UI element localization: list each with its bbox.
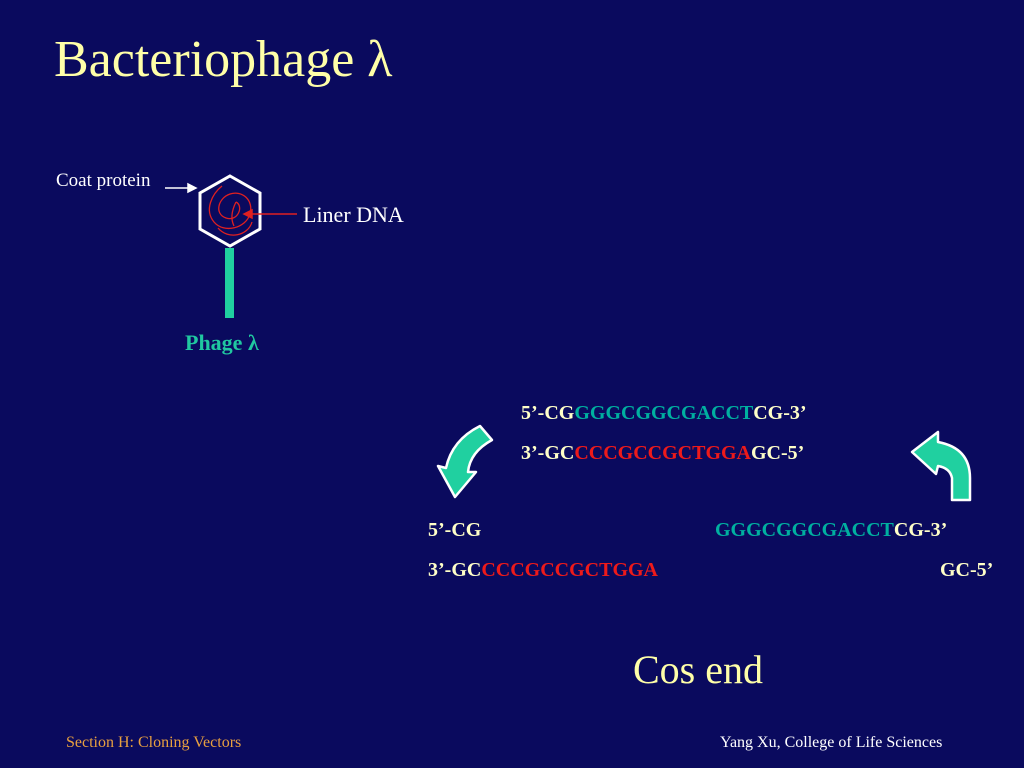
liner-dna-arrow <box>242 208 297 220</box>
joined-bottom-cos: CCCGCCGCTGGA <box>574 442 751 464</box>
footer-section: Section H: Cloning Vectors <box>66 734 242 751</box>
joined-top-suffix: CG-3’ <box>753 402 807 424</box>
footer-author: Yang Xu, College of Life Sciences <box>720 734 943 751</box>
joined-bottom-suffix: GC-5’ <box>751 442 805 464</box>
joined-bottom-strand: 3’-GCCCCGCCGCTGGAGC-5’ <box>521 443 804 463</box>
cos-end-label: Cos end <box>633 647 763 692</box>
right-curved-arrow <box>910 430 972 502</box>
left-end-bottom-prefix: 3’-GC <box>428 559 482 581</box>
left-end-bottom-cos: CCCGCCGCTGGA <box>481 559 658 581</box>
joined-bottom-prefix: 3’-GC <box>521 442 575 464</box>
slide-title: Bacteriophage λ <box>54 31 393 88</box>
left-end-top-strand: 5’-CG <box>428 519 482 541</box>
right-end-bottom-strand: GC-5’ <box>940 559 994 581</box>
left-end-bottom-strand: 3’-GCCCCGCCGCTGGA <box>428 560 658 580</box>
coat-protein-arrow <box>165 182 198 194</box>
joined-top-cos: GGGCGGCGACCT <box>574 402 754 424</box>
right-end-top-suffix: CG-3’ <box>893 519 948 541</box>
joined-top-strand: 5’-CGGGGCGGCGACCTCG-3’ <box>521 403 807 423</box>
coat-protein-label: Coat protein <box>56 170 151 191</box>
joined-top-prefix: 5’-CG <box>521 402 575 424</box>
phage-tail <box>225 248 234 318</box>
right-end-top-cos: GGGCGGCGACCT <box>715 519 894 541</box>
left-curved-arrow <box>436 424 494 499</box>
right-end-top-strand: GGGCGGCGACCTCG-3’ <box>715 520 947 540</box>
liner-dna-label: Liner DNA <box>303 202 404 227</box>
coiled-dna-icon <box>208 185 253 236</box>
phage-lambda-label: Phage λ <box>185 330 259 355</box>
phage-head-hexagon <box>198 174 262 248</box>
